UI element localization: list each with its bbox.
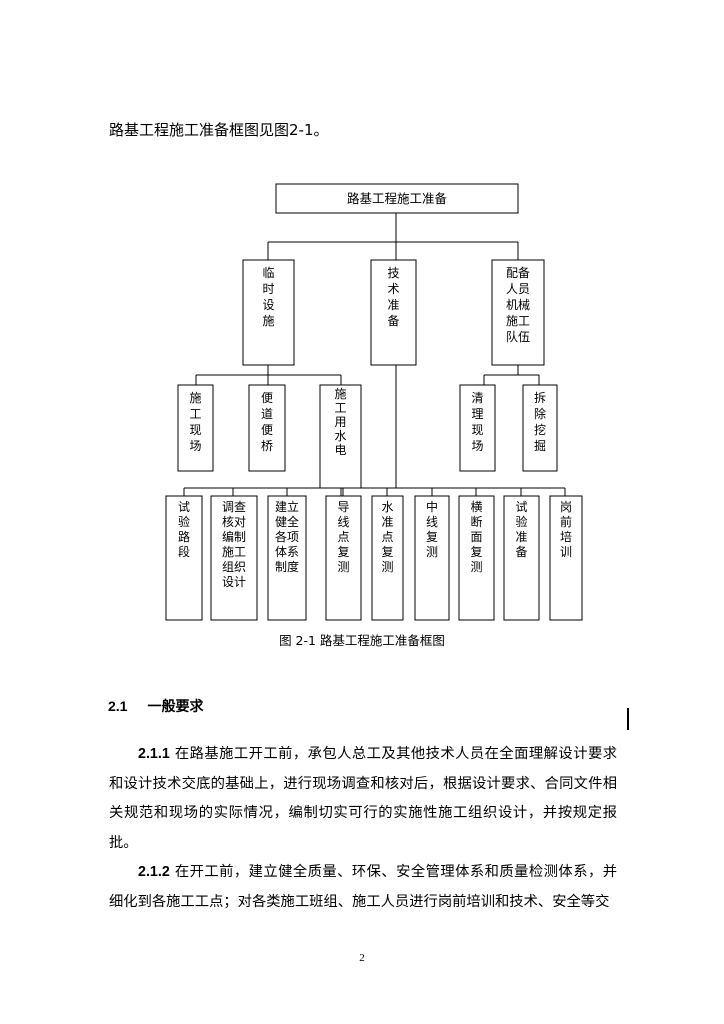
paragraph-2-1-2: 2.1.2 在开工前，建立健全质量、环保、安全管理体系和质量检测体系，并细化到各… — [109, 858, 617, 917]
crew-machinery-node-label: 配备人员机械施工队伍 — [506, 266, 530, 344]
training-node-box — [549, 495, 583, 621]
test-prep-node-label: 试验准备 — [515, 499, 527, 559]
site-node-box — [177, 384, 214, 472]
clear-site-node-label: 清理现场 — [471, 391, 483, 453]
clear-site-node-box — [459, 384, 496, 472]
training-node-label: 岗前培训 — [560, 500, 572, 559]
clause-text: 在开工前，建立健全质量、环保、安全管理体系和质量检测体系，并细化到各施工工点；对… — [109, 864, 617, 910]
access-road-node-label: 便道便桥 — [261, 391, 273, 453]
system-setup-node-box — [267, 495, 307, 621]
traverse-resurvey-node-label: 导线点复测 — [337, 500, 349, 574]
cross-section-resurvey-node-label: 横断面复测 — [470, 500, 482, 574]
test-prep-node-box — [503, 495, 540, 621]
crew-machinery-node-box — [491, 259, 545, 366]
paragraph-2-1-1: 2.1.1 在路基施工开工前，承包人总工及其他技术人员在全面理解设计要求和设计技… — [109, 740, 617, 858]
root-node-label: 路基工程施工准备 — [347, 191, 448, 206]
site-node-label: 施工现场 — [189, 391, 201, 453]
traverse-resurvey-node-box — [325, 495, 362, 621]
trial-section-node-label: 试验路段 — [178, 499, 190, 559]
connector-lines — [183, 213, 566, 496]
benchmark-resurvey-node-label: 水准点复测 — [381, 500, 393, 574]
centerline-resurvey-node-label: 中线复测 — [426, 499, 438, 559]
clause-number: 2.1.2 — [138, 864, 170, 880]
technical-prep-node-box — [370, 259, 417, 366]
page-number: 2 — [359, 952, 365, 964]
text-cursor — [627, 708, 629, 730]
temp-facilities-node-box — [242, 259, 295, 366]
cross-section-resurvey-node-box — [458, 495, 495, 621]
demolition-node-box — [522, 384, 558, 472]
figure-caption: 图 2-1 路基工程施工准备框图 — [279, 633, 445, 648]
system-setup-node-label: 建立健全各项体系制度 — [275, 499, 299, 574]
benchmark-resurvey-node-box — [371, 495, 404, 621]
water-power-node-label: 施工用水电 — [334, 387, 346, 457]
clause-number: 2.1.1 — [138, 746, 170, 762]
survey-design-node-box — [210, 495, 258, 621]
intro-text: 路基工程施工准备框图见图2-1。 — [109, 121, 329, 139]
water-power-node-box — [319, 384, 362, 489]
clause-text: 在路基施工开工前，承包人总工及其他技术人员在全面理解设计要求和设计技术交底的基础… — [109, 746, 617, 851]
demolition-node-label: 拆除挖掘 — [534, 390, 546, 453]
trial-section-node-box — [165, 495, 203, 621]
access-road-node-box — [248, 384, 286, 472]
centerline-resurvey-node-box — [414, 495, 450, 621]
temp-facilities-node-label: 临时设施 — [262, 266, 274, 328]
technical-prep-node-label: 技术准备 — [387, 266, 399, 328]
survey-design-node-label: 调查核对编制施工组织设计 — [222, 500, 246, 589]
section-heading: 2.1 一般要求 — [108, 696, 203, 716]
section-number: 2.1 — [108, 698, 128, 714]
section-title: 一般要求 — [147, 698, 204, 714]
root-node-box — [275, 183, 519, 214]
